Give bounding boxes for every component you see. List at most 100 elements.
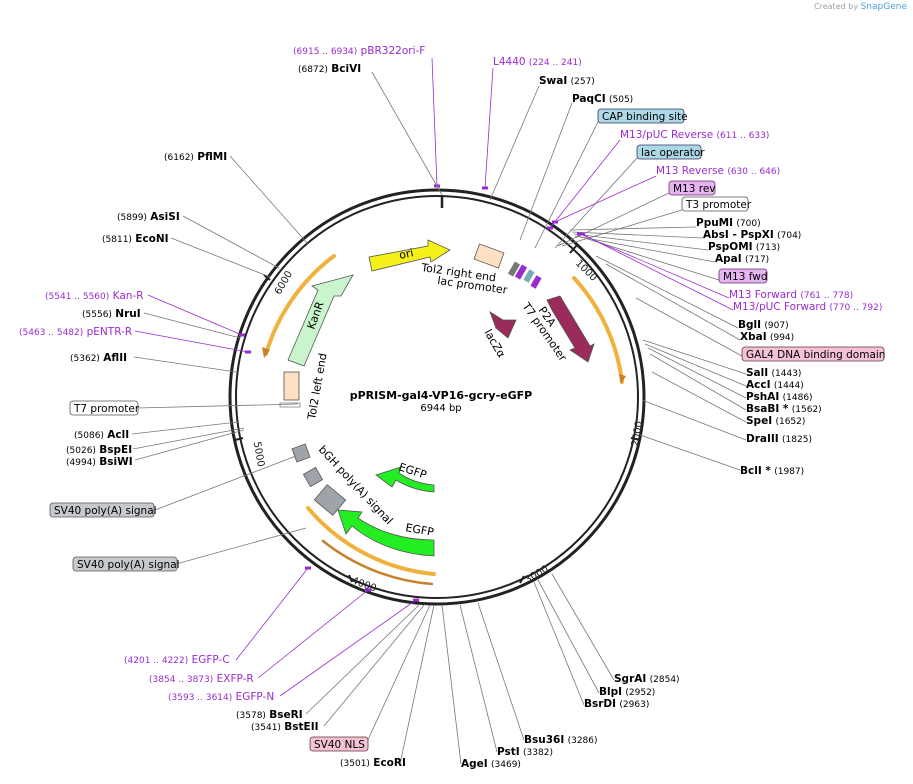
spei-text: SpeI (1652) xyxy=(746,415,805,427)
nrui-position: (5556) xyxy=(82,310,112,320)
pfimi-leader xyxy=(229,155,309,245)
apai-text: ApaI (717) xyxy=(715,253,769,265)
tol2-left-box xyxy=(283,371,300,401)
sv40-polya-1-box xyxy=(49,502,155,518)
egfp-c-site-mark xyxy=(305,566,311,570)
m13-fwd-label: M13 fwd xyxy=(718,268,768,284)
spei-position: (1652) xyxy=(775,417,805,427)
t7-promoter-left-text: T7 promoter xyxy=(73,403,140,415)
kan-r-leader xyxy=(147,294,243,336)
t7-promoter-left-label: T7 promoter xyxy=(69,400,140,416)
bsu36i-name: Bsu36I xyxy=(524,734,564,746)
m13-puc-reverse-leader xyxy=(549,139,621,229)
absi-pspxi-name: AbsI xyxy=(703,229,729,241)
egfp-c-position: (4201 .. 4222) xyxy=(124,656,188,666)
bseri-name: BseRI xyxy=(269,709,302,721)
sv40-polya-2-box xyxy=(72,556,178,572)
draiii-name: DraIII xyxy=(746,433,779,445)
econi-name: EcoNI xyxy=(135,233,168,245)
bgli-leader xyxy=(595,255,739,329)
absi-pspxi-position: (704) xyxy=(777,231,801,241)
asisi-position: (5899) xyxy=(117,213,147,223)
kan-r-label: (5541 .. 5560) Kan-R xyxy=(45,290,144,302)
bsteii-text: (3541) BstEII xyxy=(251,721,319,733)
bcivi-text: (6872) BciVI xyxy=(298,63,361,75)
draiii-leader xyxy=(641,399,747,441)
pbr322ori-f-leader xyxy=(431,57,438,187)
sgrai-position: (2854) xyxy=(650,675,680,685)
bgli-label: BglI (907) xyxy=(738,319,789,331)
m13-puc-forward-label: M13/pUC Forward (770 .. 792) xyxy=(733,301,882,313)
ppumi-leader xyxy=(569,226,697,231)
acli-leader xyxy=(131,421,239,435)
ecori-name: EcoRI xyxy=(373,757,406,769)
kan-r-site-mark xyxy=(239,333,245,337)
plasmid-length: 6944 bp xyxy=(420,403,461,414)
draiii-position: (1825) xyxy=(782,435,812,445)
plasmid-name: pPRISM-gal4-VP16-gcry-eGFP xyxy=(350,389,533,402)
bsiwi-label: (4994) BsiWI xyxy=(66,456,133,468)
blpi-name: BlpI xyxy=(599,686,622,698)
cap-binding-site-box xyxy=(597,108,685,124)
m13-forward-leader xyxy=(579,233,730,299)
m13-forward-text: M13 Forward (761 .. 778) xyxy=(729,289,853,301)
tick-3000: 3000 xyxy=(523,564,551,586)
blpi-position: (2952) xyxy=(625,688,655,698)
m13-rev-text: M13 rev xyxy=(673,183,716,195)
paqci-label: PaqCI (505) xyxy=(572,93,633,105)
sv40-polya-2-text: SV40 poly(A) signal xyxy=(77,559,180,571)
gal4-dbd-box xyxy=(741,346,885,362)
m13-rev-leader xyxy=(557,192,670,247)
swai-name: SwaI xyxy=(539,75,567,87)
sv40-nls-box xyxy=(309,736,369,752)
blpi-label: BlpI (2952) xyxy=(599,686,655,698)
pshai-position: (1486) xyxy=(783,393,813,403)
ecori-leader xyxy=(399,604,435,765)
t7-promoter-left-box xyxy=(69,400,139,416)
pspomi-position: (713) xyxy=(756,243,780,253)
nrui-name: NruI xyxy=(115,308,140,320)
aflii-name: AflII xyxy=(103,352,127,364)
xbai-label: XbaI (994) xyxy=(740,331,794,343)
lacza-arrow xyxy=(489,311,517,339)
agei-text: AgeI (3469) xyxy=(461,758,521,770)
m13-reverse-name: M13 Reverse xyxy=(656,165,724,177)
bspei-leader xyxy=(132,427,245,450)
exfp-r-site-mark xyxy=(365,588,371,592)
ecori-text: (3501) EcoRI xyxy=(340,757,406,769)
psti-leader xyxy=(459,604,498,753)
egfp-n-name: EGFP-N xyxy=(236,691,275,703)
ecori-position: (3501) xyxy=(340,759,370,769)
bsiwi-position: (4994) xyxy=(66,458,96,468)
spei-name: SpeI xyxy=(746,415,772,427)
acci-text: AccI (1444) xyxy=(746,379,804,391)
aflii-text: (5362) AflII xyxy=(70,352,127,364)
asisi-leader xyxy=(182,215,280,269)
egfp-arrow-2 xyxy=(337,509,435,557)
xbai-text: XbaI (994) xyxy=(740,331,794,343)
agei-leader xyxy=(441,604,462,765)
egfp-c-leader xyxy=(235,567,309,661)
pentr-r-text: (5463 .. 5482) pENTR-R xyxy=(19,326,132,338)
bcli-name: BclI * xyxy=(740,465,771,477)
apai-name: ApaI xyxy=(715,253,742,265)
acli-name: AclI xyxy=(107,429,129,441)
agei-name: AgeI xyxy=(461,758,488,770)
bsteii-name: BstEII xyxy=(284,721,318,733)
bsteii-position: (3541) xyxy=(251,723,281,733)
acli-label: (5086) AclI xyxy=(74,429,129,441)
blpi-text: BlpI (2952) xyxy=(599,686,655,698)
aflii-leader xyxy=(133,356,237,373)
econi-position: (5811) xyxy=(102,235,132,245)
exfp-r-position: (3854 .. 3873) xyxy=(149,675,213,685)
m13-rev-label: M13 rev xyxy=(668,180,716,196)
swai-position: (257) xyxy=(571,77,595,87)
m13-puc-forward-name: M13/pUC Forward xyxy=(733,301,826,313)
m13-puc-reverse-name: M13/pUC Reverse xyxy=(620,129,713,141)
psti-name: PstI xyxy=(497,746,520,758)
pbr322ori-f-label: (6915 .. 6934) pBR322ori-F xyxy=(293,45,425,57)
cap-binding-site-leader xyxy=(534,121,599,249)
acli-position: (5086) xyxy=(74,431,104,441)
bseri-position: (3578) xyxy=(236,711,266,721)
